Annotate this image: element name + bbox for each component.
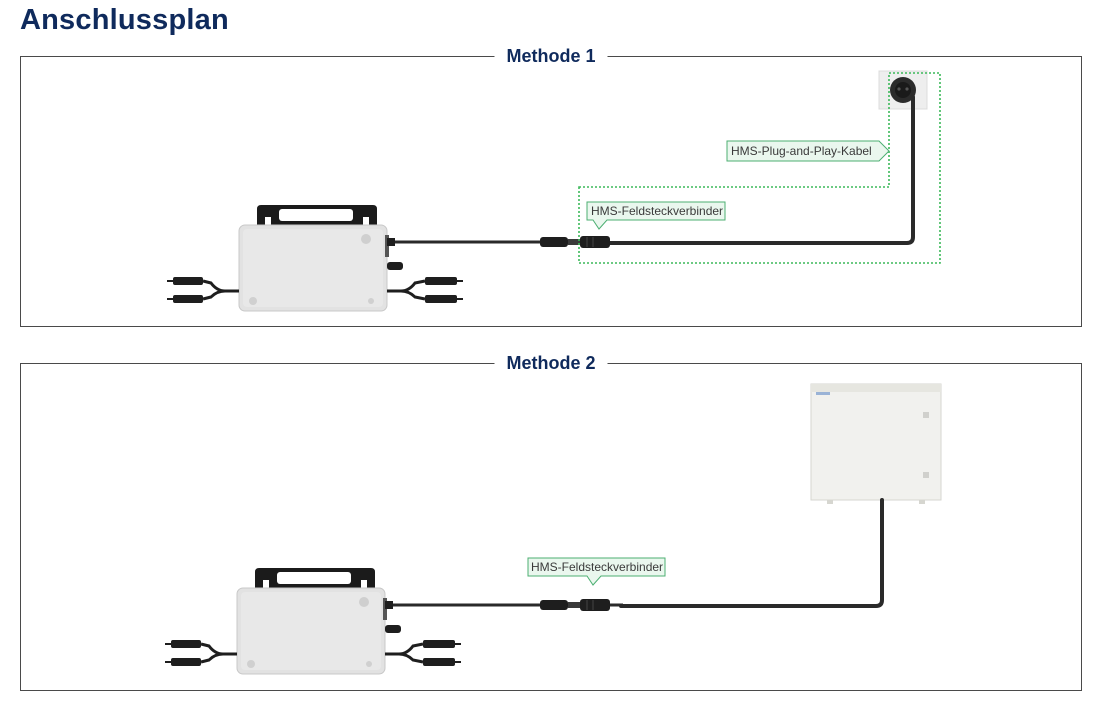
method-2-diagram: HMS-Feldsteckverbinder xyxy=(165,383,942,675)
field-connector xyxy=(540,599,623,611)
wall-socket xyxy=(878,70,928,110)
callout-plug-cable: HMS-Plug-and-Play-Kabel xyxy=(726,140,890,162)
microinverter xyxy=(167,205,463,312)
callout-field-connector: HMS-Feldsteckverbinder xyxy=(586,201,726,230)
callout-field-connector-label: HMS-Feldsteckverbinder xyxy=(591,204,723,218)
grid-cable xyxy=(619,498,884,608)
page-title: Anschlussplan xyxy=(20,4,229,36)
field-connector xyxy=(540,236,610,248)
method-1-diagram: HMS-Plug-and-Play-Kabel HMS-Feldsteckver… xyxy=(167,70,941,312)
method-1-title: Methode 1 xyxy=(494,46,608,66)
distribution-cabinet xyxy=(810,383,942,504)
microinverter xyxy=(165,568,461,675)
callout-field-connector: HMS-Feldsteckverbinder xyxy=(527,557,666,586)
plug-and-play-cable xyxy=(579,95,915,245)
method-2-panel: Methode 2 HMS-Feldsteckverbi xyxy=(20,353,1082,691)
callout-field-connector-label: HMS-Feldsteckverbinder xyxy=(531,560,663,574)
method-1-panel: Methode 1 HMS-Plug-and-Play-Kabel xyxy=(20,46,1082,327)
callout-plug-cable-label: HMS-Plug-and-Play-Kabel xyxy=(731,144,872,158)
plug-cable-highlight xyxy=(578,72,941,264)
method-2-title: Methode 2 xyxy=(494,353,608,373)
